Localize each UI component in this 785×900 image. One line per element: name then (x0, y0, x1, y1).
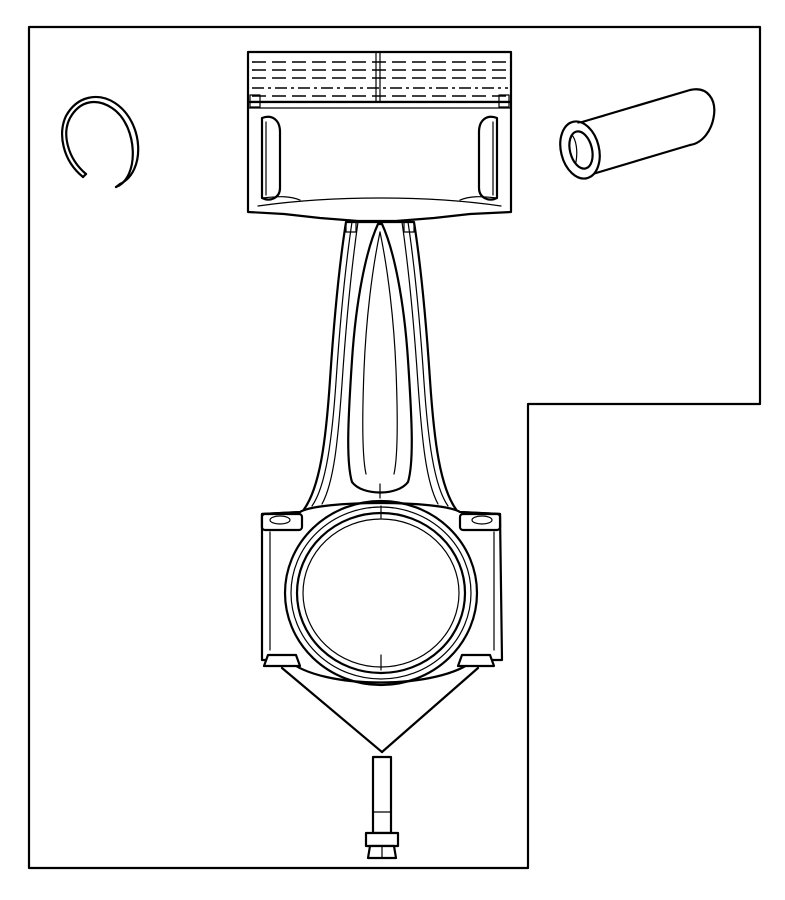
rod-cap-bolt (364, 755, 400, 860)
piston-pin (559, 88, 716, 180)
callout-leader-lines (280, 666, 480, 754)
border-frame (27, 25, 762, 870)
connecting-rod (260, 220, 502, 530)
piston (246, 50, 513, 223)
rod-bearing-cap (260, 499, 504, 687)
snap-ring (61, 95, 140, 189)
